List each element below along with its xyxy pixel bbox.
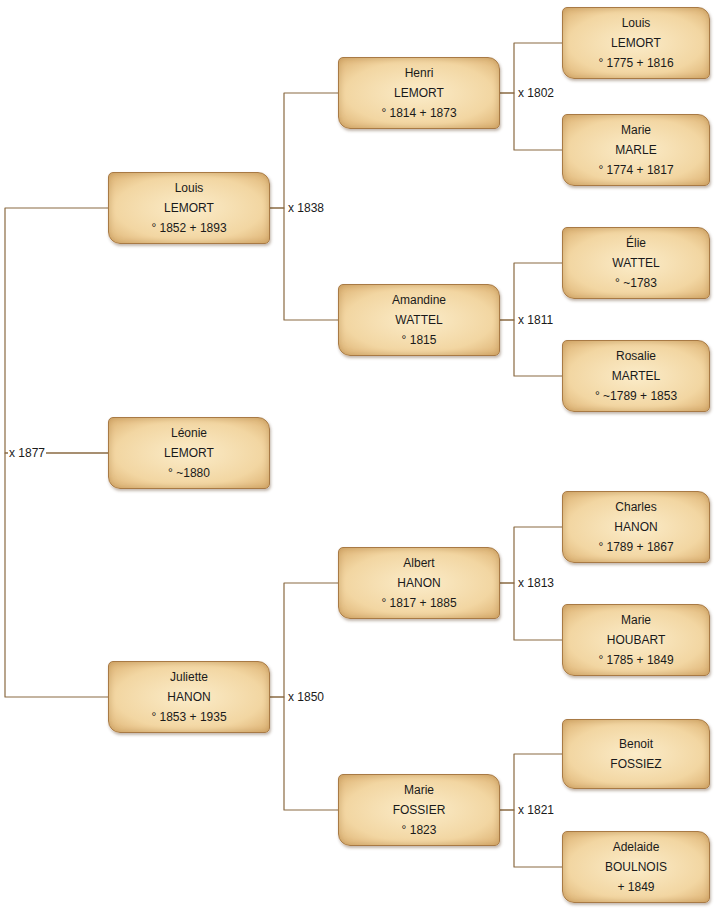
- person-text: ° ~1880: [168, 463, 210, 483]
- person-text: MARTEL: [612, 366, 660, 386]
- person-text: WATTEL: [395, 310, 442, 330]
- marriage-label: x 1802: [517, 86, 555, 100]
- person-box: JulietteHANON° 1853 + 1935: [108, 661, 270, 733]
- family-connector: [5, 453, 108, 697]
- person-text: Élie: [626, 233, 646, 253]
- person-text: ° 1852 + 1893: [151, 218, 226, 238]
- family-connector: [500, 263, 562, 320]
- person-text: LEMORT: [611, 33, 661, 53]
- person-text: Charles: [615, 497, 656, 517]
- marriage-label: x 1811: [517, 313, 554, 327]
- person-box: MarieMARLE° 1774 + 1817: [562, 114, 710, 186]
- person-text: Marie: [404, 780, 434, 800]
- person-text: Louis: [175, 178, 204, 198]
- person-text: ° ~1789 + 1853: [595, 386, 677, 406]
- person-text: FOSSIEZ: [610, 754, 661, 774]
- person-text: HANON: [167, 687, 210, 707]
- person-text: LEMORT: [164, 443, 214, 463]
- family-connector: [500, 754, 562, 810]
- person-box: HenriLEMORT° 1814 + 1873: [338, 57, 500, 129]
- person-text: Rosalie: [616, 346, 656, 366]
- person-text: Albert: [403, 553, 434, 573]
- person-box: BenoitFOSSIEZ: [562, 719, 710, 789]
- person-text: ° 1814 + 1873: [381, 103, 456, 123]
- person-text: Amandine: [392, 290, 446, 310]
- person-text: LEMORT: [164, 198, 214, 218]
- family-connector: [270, 583, 338, 697]
- person-text: ° 1789 + 1867: [598, 537, 673, 557]
- person-box: AmandineWATTEL° 1815: [338, 284, 500, 356]
- person-text: Henri: [405, 63, 434, 83]
- person-text: Marie: [621, 120, 651, 140]
- family-connector: [270, 697, 338, 810]
- person-text: Juliette: [170, 667, 208, 687]
- family-connector: [500, 583, 562, 640]
- person-box: AlbertHANON° 1817 + 1885: [338, 547, 500, 619]
- person-box: LouisLEMORT° 1852 + 1893: [108, 172, 270, 244]
- person-text: ° 1817 + 1885: [381, 593, 456, 613]
- family-connector: [500, 320, 562, 376]
- person-text: ° 1775 + 1816: [598, 53, 673, 73]
- marriage-label: x 1838: [287, 201, 325, 215]
- person-text: LEMORT: [394, 83, 444, 103]
- person-text: Léonie: [171, 423, 207, 443]
- person-text: Marie: [621, 610, 651, 630]
- family-connector: [500, 527, 562, 583]
- marriage-label: x 1821: [517, 803, 555, 817]
- person-text: ° 1774 + 1817: [598, 160, 673, 180]
- person-box: ÉlieWATTEL° ~1783: [562, 227, 710, 299]
- marriage-label: x 1850: [287, 690, 325, 704]
- person-box: LéonieLEMORT° ~1880: [108, 417, 270, 489]
- person-text: ° ~1783: [615, 273, 657, 293]
- person-box: MarieHOUBART° 1785 + 1849: [562, 604, 710, 676]
- person-box: LouisLEMORT° 1775 + 1816: [562, 7, 710, 79]
- person-text: ° 1853 + 1935: [151, 707, 226, 727]
- person-text: ° 1815: [402, 330, 437, 350]
- person-text: Benoit: [619, 734, 653, 754]
- family-connector: [500, 810, 562, 867]
- marriage-label: x 1877: [8, 446, 46, 460]
- person-text: MARLE: [615, 140, 656, 160]
- person-box: MarieFOSSIER° 1823: [338, 774, 500, 846]
- person-text: HANON: [397, 573, 440, 593]
- person-text: BOULNOIS: [605, 857, 667, 877]
- person-text: HOUBART: [607, 630, 665, 650]
- marriage-label: x 1813: [517, 576, 555, 590]
- person-box: AdelaideBOULNOIS+ 1849: [562, 831, 710, 903]
- person-text: + 1849: [617, 877, 654, 897]
- family-connector: [5, 208, 108, 453]
- family-connector: [500, 93, 562, 150]
- person-text: HANON: [614, 517, 657, 537]
- person-text: ° 1823: [402, 820, 437, 840]
- person-text: FOSSIER: [393, 800, 446, 820]
- person-text: ° 1785 + 1849: [598, 650, 673, 670]
- family-connector: [270, 208, 338, 320]
- person-box: RosalieMARTEL° ~1789 + 1853: [562, 340, 710, 412]
- person-text: Louis: [622, 13, 651, 33]
- person-text: WATTEL: [612, 253, 659, 273]
- family-connector: [270, 93, 338, 208]
- person-box: CharlesHANON° 1789 + 1867: [562, 491, 710, 563]
- person-text: Adelaide: [613, 837, 660, 857]
